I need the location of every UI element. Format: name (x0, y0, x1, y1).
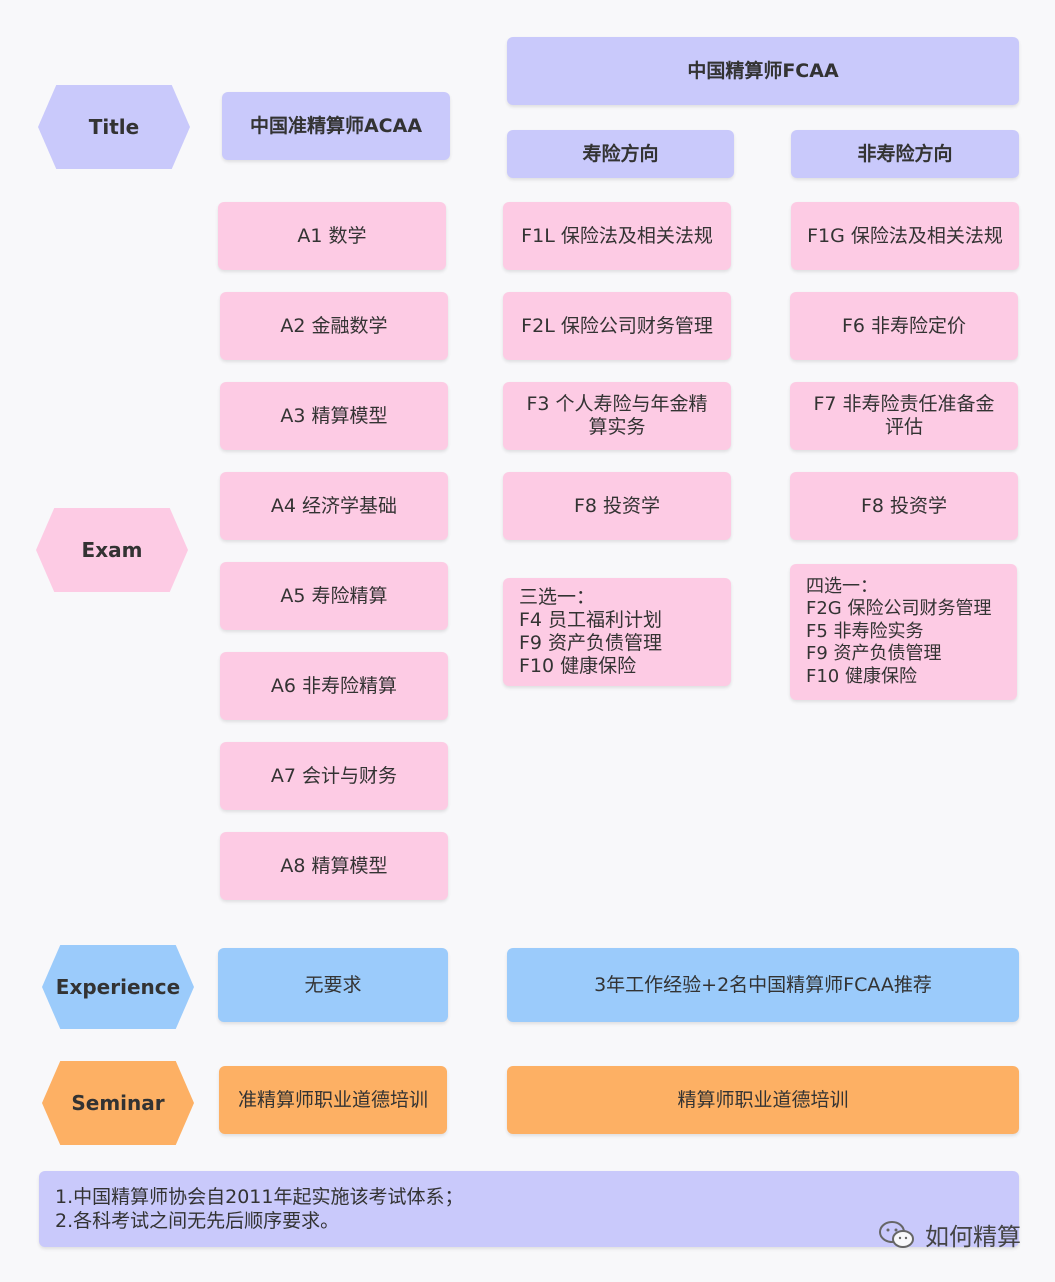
acaa-exam-a3: A3 精算模型 (220, 382, 448, 450)
acaa-exam-a6: A6 非寿险精算 (220, 652, 448, 720)
life-exam-f3: F3 个人寿险与年金精算实务 (503, 382, 731, 450)
life-elective-line: F10 健康保险 (519, 655, 637, 677)
nonlife-track-header: 非寿险方向 (791, 130, 1019, 178)
fcaa-experience: 3年工作经验+2名中国精算师FCAA推荐 (507, 948, 1019, 1022)
life-elective-line: 三选一： (519, 586, 596, 608)
footnote-line: 1.中国精算师协会自2011年起实施该考试体系； (55, 1186, 464, 1208)
seminar-row-label: Seminar (42, 1061, 194, 1145)
fcaa-header: 中国精算师FCAA (507, 37, 1019, 105)
acaa-exam-a1: A1 数学 (218, 202, 446, 270)
acaa-experience: 无要求 (218, 948, 448, 1022)
acaa-exam-a8: A8 精算模型 (220, 832, 448, 900)
nonlife-exam-f8: F8 投资学 (790, 472, 1018, 540)
life-track-header: 寿险方向 (507, 130, 734, 178)
watermark-text: 如何精算 (925, 1223, 1021, 1251)
nonlife-elective-line: 四选一： (806, 575, 878, 597)
life-exam-f2l: F2L 保险公司财务管理 (503, 292, 731, 360)
watermark: 如何精算 (877, 1217, 1021, 1252)
nonlife-elective-box: 四选一： F2G 保险公司财务管理 F5 非寿险实务 F9 资产负债管理 F10… (790, 564, 1017, 700)
acaa-exam-a7: A7 会计与财务 (220, 742, 448, 810)
footnotes: 1.中国精算师协会自2011年起实施该考试体系； 2.各科考试之间无先后顺序要求… (39, 1171, 1019, 1247)
acaa-exam-a4: A4 经济学基础 (220, 472, 448, 540)
nonlife-elective-line: F10 健康保险 (806, 665, 917, 687)
life-exam-f8: F8 投资学 (503, 472, 731, 540)
nonlife-elective-line: F2G 保险公司财务管理 (806, 598, 992, 620)
acaa-seminar: 准精算师职业道德培训 (219, 1066, 447, 1134)
nonlife-elective-line: F5 非寿险实务 (806, 620, 924, 642)
life-exam-f1l: F1L 保险法及相关法规 (503, 202, 731, 270)
acaa-exam-a2: A2 金融数学 (220, 292, 448, 360)
nonlife-exam-f6: F6 非寿险定价 (790, 292, 1018, 360)
nonlife-exam-f7: F7 非寿险责任准备金评估 (790, 382, 1018, 450)
life-elective-line: F4 员工福利计划 (519, 609, 663, 631)
experience-row-label: Experience (42, 945, 194, 1029)
life-elective-line: F9 资产负债管理 (519, 632, 663, 654)
fcaa-seminar: 精算师职业道德培训 (507, 1066, 1019, 1134)
exam-row-label: Exam (36, 508, 188, 592)
acaa-exam-a5: A5 寿险精算 (220, 562, 448, 630)
nonlife-elective-line: F9 资产负债管理 (806, 643, 942, 665)
title-row-label: Title (38, 85, 190, 169)
footnote-line: 2.各科考试之间无先后顺序要求。 (55, 1210, 340, 1232)
wechat-icon (879, 1220, 914, 1248)
life-elective-box: 三选一： F4 员工福利计划 F9 资产负债管理 F10 健康保险 (503, 578, 731, 686)
acaa-header: 中国准精算师ACAA (222, 92, 450, 160)
nonlife-exam-f1g: F1G 保险法及相关法规 (791, 202, 1019, 270)
